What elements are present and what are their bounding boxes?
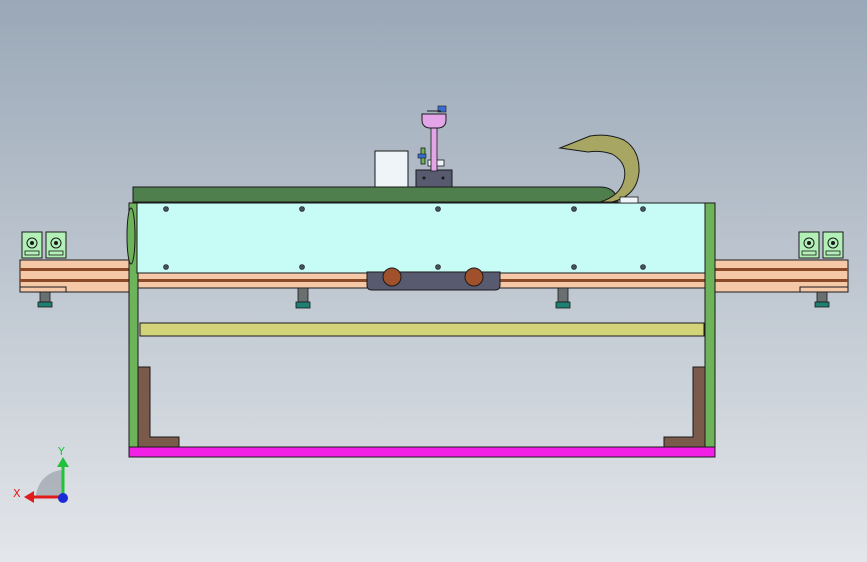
rail-right-stripe-bottom [714, 279, 848, 282]
enclosure-panel[interactable] [136, 202, 706, 274]
screw-head-icon [571, 206, 577, 212]
screw-head-icon [299, 206, 305, 212]
control-box[interactable] [374, 150, 409, 188]
leveling-foot-icon [295, 287, 311, 309]
sensor-group-left[interactable] [21, 231, 67, 259]
leveling-foot-icon [814, 291, 830, 308]
drive-roller [382, 267, 402, 287]
panel-screws [163, 206, 646, 270]
screw-head-icon [163, 206, 169, 212]
screw-head-icon [640, 264, 646, 270]
sensor-module-icon [45, 231, 67, 259]
axis-x-label: X [13, 487, 21, 500]
pneumatic-cylinder[interactable] [415, 105, 453, 188]
screw-head-icon [163, 264, 169, 270]
rail-right-stripe-top [714, 268, 848, 271]
screw-head-icon [299, 264, 305, 270]
rail-left-cap [19, 286, 67, 293]
sensor-module-icon [822, 231, 844, 259]
lifting-hook[interactable] [558, 134, 640, 203]
base-plate[interactable] [128, 446, 716, 458]
screw-head-icon [422, 176, 426, 180]
axis-y-label: Y [57, 445, 65, 458]
crossbar[interactable] [139, 322, 705, 337]
leveling-foot-icon [37, 291, 53, 308]
sensor-group-right[interactable] [798, 231, 844, 259]
screw-head-icon [441, 176, 445, 180]
screw-head-icon [640, 206, 646, 212]
drive-roller [464, 267, 484, 287]
belt-cover[interactable] [132, 186, 619, 203]
rail-left-stripe-top [20, 268, 130, 271]
sensor-module-icon [21, 231, 43, 259]
screw-head-icon [435, 264, 441, 270]
belt-end-roller [126, 207, 136, 265]
drive-roller-block[interactable] [366, 267, 501, 291]
screw-head-icon [435, 206, 441, 212]
leveling-feet[interactable] [37, 287, 830, 309]
frame-post-right[interactable] [704, 202, 716, 451]
leveling-foot-icon [555, 287, 571, 309]
hook-mount [619, 196, 639, 204]
sensor-module-icon [798, 231, 820, 259]
rail-right-cap [799, 286, 849, 293]
rail-left-stripe-bottom [20, 279, 130, 282]
screw-head-icon [571, 264, 577, 270]
coordinate-triad-icon: Y X [13, 445, 69, 503]
